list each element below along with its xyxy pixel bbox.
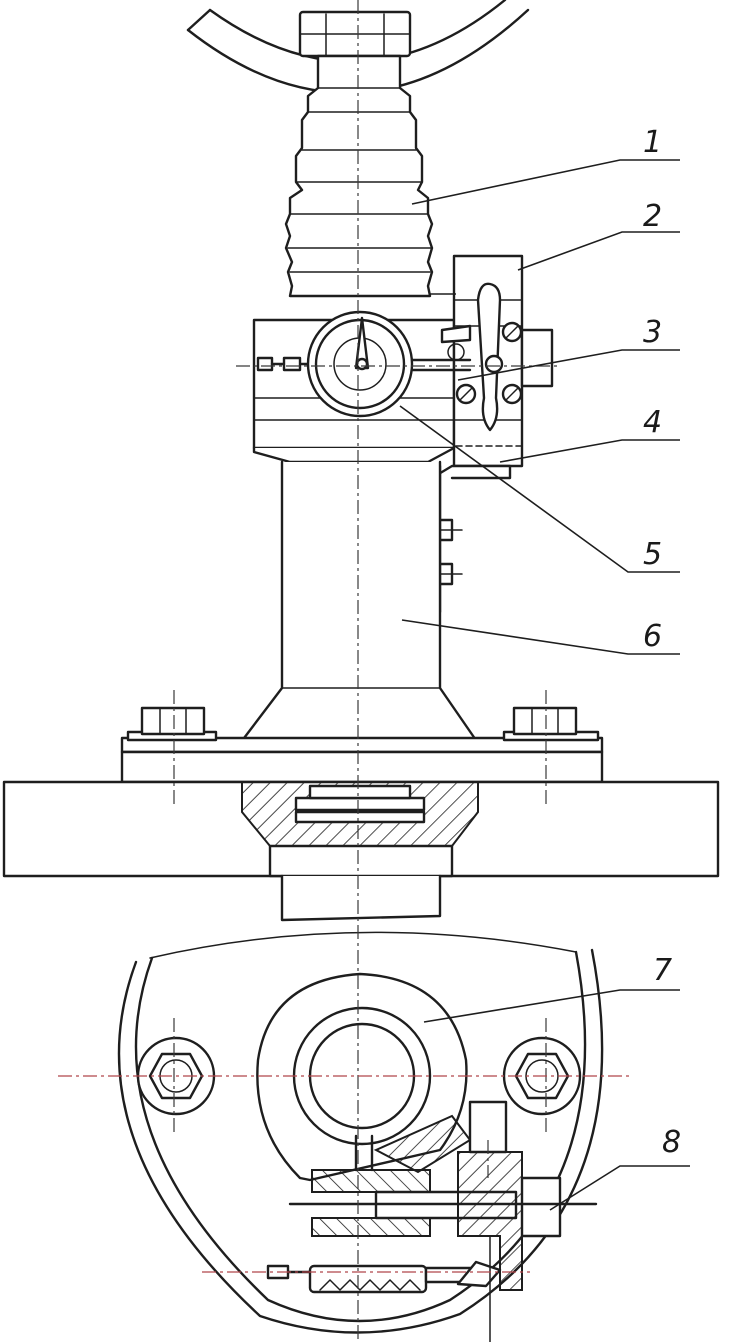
spindle-column (284, 54, 434, 298)
callout-label-3: 3 (643, 315, 662, 350)
callout-label-2: 2 (643, 199, 662, 234)
callout-leaders (399, 159, 690, 1211)
callout-label-8: 8 (662, 1125, 681, 1160)
callout-label-5: 5 (643, 537, 662, 572)
callout-label-6: 6 (643, 619, 662, 654)
callout-label-7: 7 (653, 953, 672, 988)
center-lines (58, 0, 630, 1342)
callout-label-1: 1 (643, 125, 662, 160)
lower-shaft-stub (280, 874, 442, 922)
table-plate (2, 780, 720, 878)
lower-plan-view (117, 931, 604, 1342)
callout-label-4: 4 (643, 405, 662, 440)
top-hex-nut (298, 10, 412, 58)
column-housing (236, 460, 482, 748)
dial-indicator (306, 310, 414, 418)
central-hub (256, 972, 468, 1182)
left-clamp-screw (256, 356, 312, 372)
base-flange (120, 706, 604, 784)
